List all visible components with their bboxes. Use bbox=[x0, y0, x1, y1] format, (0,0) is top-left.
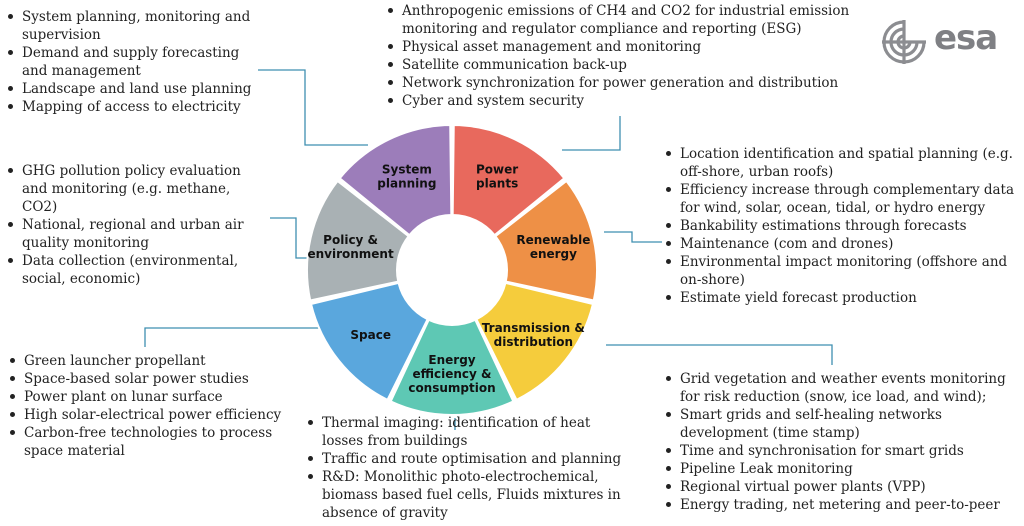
energy-efficiency-list: Thermal imaging: identification of heat … bbox=[306, 414, 624, 522]
list-item: Energy trading, net metering and peer-to… bbox=[664, 496, 1016, 514]
list-item: Grid vegetation and weather events monit… bbox=[664, 370, 1016, 406]
list-item: Demand and supply forecasting and manage… bbox=[6, 44, 268, 80]
list-item: R&D: Monolithic photo-electrochemical, b… bbox=[306, 468, 624, 522]
connector-line bbox=[606, 344, 833, 365]
wheel-segments bbox=[306, 123, 598, 416]
list-item: Traffic and route optimisation and plann… bbox=[306, 450, 624, 468]
list-item: Landscape and land use planning bbox=[6, 80, 268, 98]
renewable-energy-segment bbox=[494, 179, 598, 302]
list-item: Physical asset management and monitoring bbox=[386, 38, 856, 56]
list-item: Time and synchronisation for smart grids bbox=[664, 442, 1016, 460]
list-item: Environmental impact monitoring (offshor… bbox=[664, 253, 1020, 289]
power-plants-segment bbox=[451, 123, 566, 237]
policy-environment-segment bbox=[306, 179, 410, 302]
list-item: Efficiency increase through complementar… bbox=[664, 181, 1020, 217]
transmission-distribution-segment bbox=[475, 281, 595, 402]
list-item: Carbon-free technologies to process spac… bbox=[8, 424, 296, 460]
list-item: Network synchronization for power genera… bbox=[386, 74, 856, 92]
policy-environment-label: Policy &environment bbox=[307, 233, 394, 261]
list-item: Estimate yield forecast production bbox=[664, 289, 1020, 307]
connector-line bbox=[562, 116, 621, 151]
list-item: Bankability estimations through forecast… bbox=[664, 217, 1020, 235]
list-item: National, regional and urban air quality… bbox=[6, 216, 268, 252]
list-item: High solar-electrical power efficiency bbox=[8, 406, 296, 424]
space-segment bbox=[309, 281, 429, 402]
list-item: Pipeline Leak monitoring bbox=[664, 460, 1016, 478]
transmission-distribution-label: Transmission &distribution bbox=[482, 321, 585, 349]
connector-line bbox=[270, 217, 316, 259]
list-item: Regional virtual power plants (VPP) bbox=[664, 478, 1016, 496]
list-item: Satellite communication back-up bbox=[386, 56, 856, 74]
renewable-energy-list: Location identification and spatial plan… bbox=[664, 145, 1020, 307]
connector-line bbox=[144, 327, 330, 347]
connector-line bbox=[604, 231, 662, 243]
list-item: System planning, monitoring and supervis… bbox=[6, 8, 268, 44]
list-item: Maintenance (com and drones) bbox=[664, 235, 1020, 253]
energy-efficiency-segment bbox=[389, 318, 515, 416]
list-item: Location identification and spatial plan… bbox=[664, 145, 1020, 181]
system-planning-segment bbox=[338, 123, 453, 237]
power-plants-list: Anthropogenic emissions of CH4 and CO2 f… bbox=[386, 2, 856, 110]
list-item: Data collection (environmental, social, … bbox=[6, 252, 268, 288]
list-item: Green launcher propellant bbox=[8, 352, 296, 370]
list-item: Space-based solar power studies bbox=[8, 370, 296, 388]
esa-globe-icon bbox=[882, 20, 926, 64]
esa-logo: esa bbox=[878, 16, 1018, 66]
esa-logo-text: esa bbox=[934, 18, 998, 58]
list-item: Power plant on lunar surface bbox=[8, 388, 296, 406]
list-item: Cyber and system security bbox=[386, 92, 856, 110]
space-label: Space bbox=[350, 328, 391, 342]
system-planning-list: System planning, monitoring and supervis… bbox=[6, 8, 268, 116]
transmission-distribution-list: Grid vegetation and weather events monit… bbox=[664, 370, 1016, 514]
list-item: Thermal imaging: identification of heat … bbox=[306, 414, 624, 450]
connector-lines bbox=[144, 69, 833, 430]
connector-line bbox=[258, 69, 368, 146]
list-item: Smart grids and self-healing networks de… bbox=[664, 406, 1016, 442]
policy-environment-list: GHG pollution policy evaluation and moni… bbox=[6, 162, 268, 288]
list-item: GHG pollution policy evaluation and moni… bbox=[6, 162, 268, 216]
list-item: Mapping of access to electricity bbox=[6, 98, 268, 116]
list-item: Anthropogenic emissions of CH4 and CO2 f… bbox=[386, 2, 856, 38]
